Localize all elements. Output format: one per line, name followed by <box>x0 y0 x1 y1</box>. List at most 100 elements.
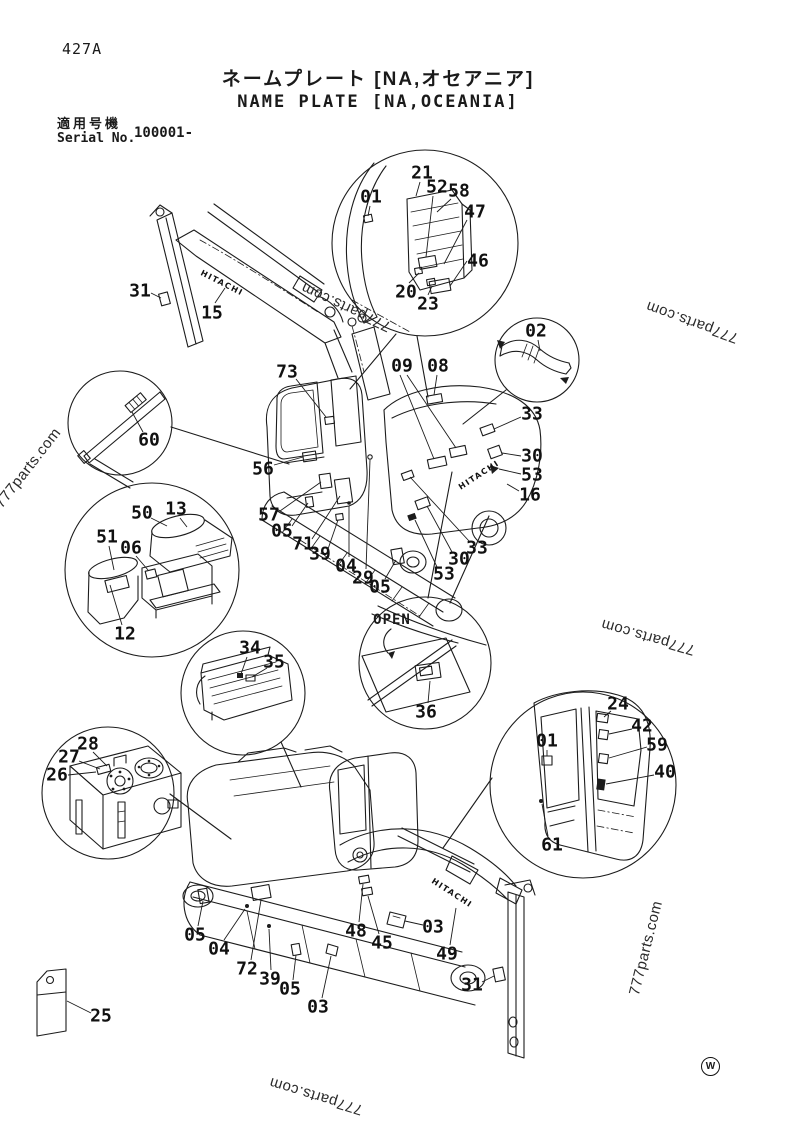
callout-05: 05 <box>369 577 391 598</box>
detail-circle-top <box>331 149 519 337</box>
leader-line-05 <box>291 502 309 527</box>
callout-30: 30 <box>448 549 470 570</box>
leader-line-06 <box>135 555 149 571</box>
serial-label-japanese: 適用号機 <box>57 116 122 131</box>
callout-56: 56 <box>252 459 274 480</box>
callout-06: 06 <box>120 538 142 559</box>
page-code: 427A <box>62 40 103 58</box>
leader-line-48 <box>358 883 364 923</box>
callout-73: 73 <box>276 362 298 383</box>
leader-line-51 <box>108 545 115 571</box>
leader-line-50 <box>150 517 168 527</box>
callout-52: 52 <box>426 177 448 198</box>
callout-42: 42 <box>631 716 653 737</box>
detail-circle-60 <box>67 370 173 476</box>
callout-72: 72 <box>236 959 258 980</box>
leader-line-35 <box>251 667 268 678</box>
leader-line-03 <box>404 920 424 926</box>
detail-circle-open <box>358 596 492 730</box>
callout-23: 23 <box>417 294 439 315</box>
leader-line-01 <box>367 205 371 217</box>
leader-line-46 <box>449 260 468 287</box>
leader-line-27 <box>78 760 101 770</box>
callout-30: 30 <box>521 446 543 467</box>
callout-13: 13 <box>165 499 187 520</box>
leader-line-53 <box>498 468 522 475</box>
leader-line-47 <box>443 219 468 265</box>
leader-line-31 <box>150 292 162 299</box>
callout-45: 45 <box>371 933 393 954</box>
page-title-japanese: ネームプレート [NA,オセアニア] <box>221 69 535 90</box>
hitachi-brand-mark: HITACHI <box>457 458 501 491</box>
callout-16: 16 <box>519 485 541 506</box>
leader-line-39 <box>327 519 339 550</box>
leader-line-33 <box>409 476 470 542</box>
callout-01: 01 <box>360 187 382 208</box>
leader-line-05 <box>292 954 297 981</box>
leader-line-45 <box>367 895 380 935</box>
callout-09: 09 <box>391 356 413 377</box>
leader-line-53 <box>414 519 438 568</box>
leader-line-61 <box>541 803 549 837</box>
line-art <box>36 149 677 1059</box>
hitachi-brand-mark: HITACHI <box>430 876 474 909</box>
callout-27: 27 <box>58 747 80 768</box>
detail-circle-cab <box>489 691 677 879</box>
callout-59: 59 <box>646 735 668 756</box>
leader-line-24 <box>603 710 612 718</box>
callout-53: 53 <box>433 564 455 585</box>
page-title-english: NAME PLATE [NA,OCEANIA] <box>237 92 519 112</box>
leader-line-12 <box>109 584 123 626</box>
callout-12: 12 <box>114 624 136 645</box>
callout-60: 60 <box>138 430 160 451</box>
callout-46: 46 <box>467 251 489 272</box>
callout-15: 15 <box>201 303 223 324</box>
leader-line-13 <box>179 517 188 528</box>
leader-line-09 <box>406 374 457 449</box>
detail-circle-consoles <box>64 482 240 658</box>
leader-line-31 <box>481 975 495 983</box>
leader-line-39 <box>268 928 272 971</box>
leader-line-25 <box>66 1000 92 1014</box>
leader-line-28 <box>92 751 108 767</box>
callout-29: 29 <box>352 568 374 589</box>
callout-47: 47 <box>464 202 486 223</box>
callout-39: 39 <box>259 969 281 990</box>
callout-01: 01 <box>536 731 558 752</box>
callout-53: 53 <box>521 465 543 486</box>
callout-50: 50 <box>131 503 153 524</box>
callout-36: 36 <box>415 702 437 723</box>
callout-05: 05 <box>184 925 206 946</box>
leader-line-71 <box>311 495 341 540</box>
leader-line-05 <box>197 900 204 927</box>
leader-line-09 <box>399 374 435 460</box>
callout-03: 03 <box>307 997 329 1018</box>
leader-line-52 <box>425 195 434 258</box>
detail-circle-02 <box>494 317 580 403</box>
leader-line-56 <box>273 456 304 466</box>
callout-40: 40 <box>654 762 676 783</box>
callout-25: 25 <box>90 1006 112 1027</box>
callout-61: 61 <box>541 835 563 856</box>
leader-line-33 <box>493 416 522 430</box>
leader-line-21 <box>415 181 421 197</box>
callout-58: 58 <box>448 181 470 202</box>
leader-line-40 <box>605 774 655 785</box>
callout-04: 04 <box>335 556 357 577</box>
leader-line-30 <box>426 505 453 553</box>
callout-20: 20 <box>395 282 417 303</box>
leader-line-58 <box>436 198 452 213</box>
callout-08: 08 <box>427 356 449 377</box>
callout-28: 28 <box>77 734 99 755</box>
callout-49: 49 <box>436 944 458 965</box>
detail-circle-tank <box>41 726 175 860</box>
callout-35: 35 <box>263 652 285 673</box>
callout-71: 71 <box>292 534 314 555</box>
callout-31: 31 <box>461 975 483 996</box>
leader-line-30 <box>501 452 522 457</box>
leader-line-20 <box>408 272 420 284</box>
leader-line-08 <box>433 374 438 396</box>
callout-48: 48 <box>345 921 367 942</box>
